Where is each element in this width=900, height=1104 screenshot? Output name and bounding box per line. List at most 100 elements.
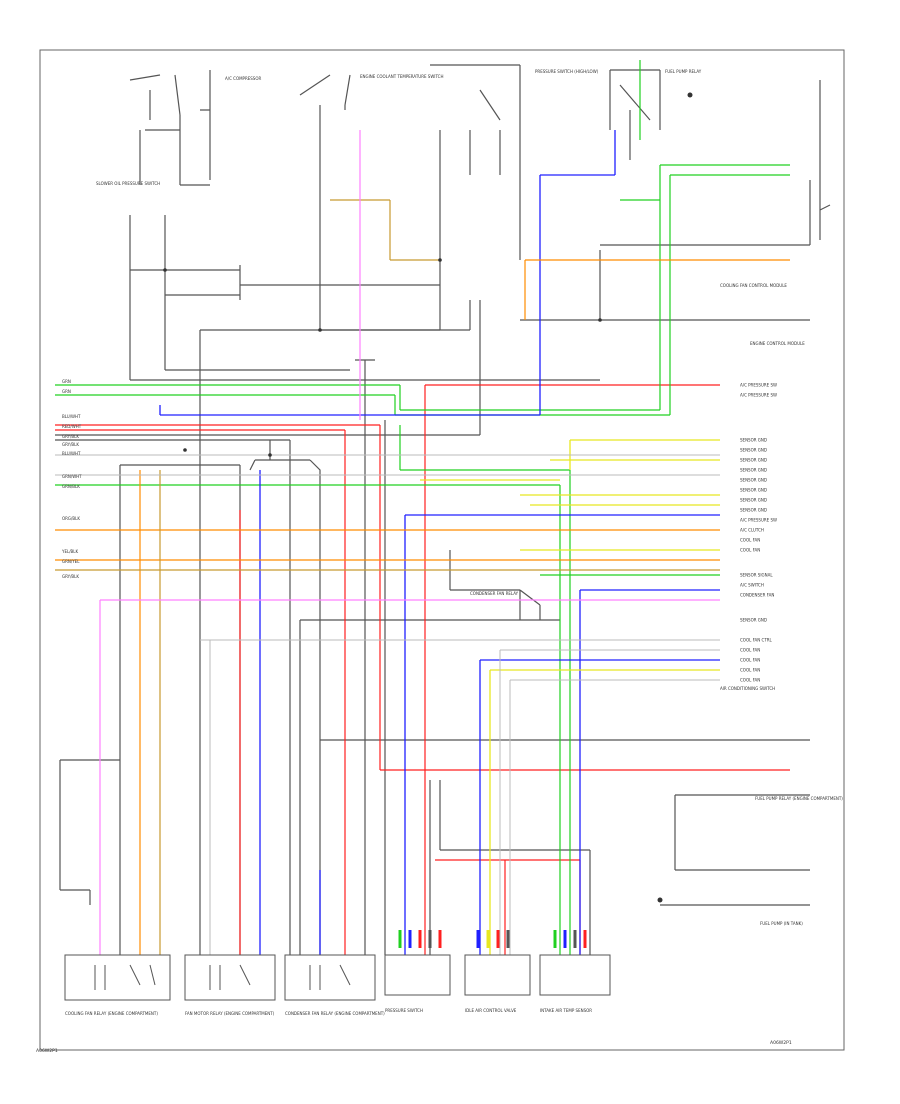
center-gray-trunk <box>199 300 471 1000</box>
gray-bus-440 <box>55 439 310 955</box>
right-pin-label: A/C PRESSURE SW <box>740 518 777 523</box>
label-bottom-6: INTAKE AIR TEMP SENSOR <box>540 1008 592 1013</box>
label-right-unit-1: COOLING FAN CONTROL MODULE <box>720 283 787 288</box>
connector-iac-valve <box>464 954 531 996</box>
left-wire-label: GRN <box>62 379 71 384</box>
bottom-connectors <box>64 954 611 1001</box>
label-top-switch-4: PRESSURE SWITCH (HIGH/LOW) <box>535 69 599 74</box>
right-pin-labels: A/C PRESSURE SW A/C PRESSURE SW SENSOR GND… <box>740 383 777 683</box>
label-bottom-2: FAN MOTOR RELAY (ENGINE COMPARTMENT) <box>185 1011 275 1016</box>
green-wire-1 <box>55 164 790 411</box>
junction-dot <box>687 92 693 98</box>
left-wire-label: YEL/BLK <box>61 549 79 554</box>
left-wire-label: GRY/BLK <box>62 574 79 579</box>
right-pin-label: A/C PRESSURE SW <box>740 393 777 398</box>
top-left-switch-lines <box>129 70 211 186</box>
connector-pressure-switch <box>384 954 451 996</box>
gray-drop-320 <box>299 459 560 955</box>
lightgray-wire-4 <box>499 649 720 955</box>
relay-symbol-3 <box>309 964 351 990</box>
gray-wire-group <box>55 64 831 1000</box>
pink-wire-2 <box>99 599 720 955</box>
fuel-pump-box <box>674 794 810 871</box>
junction-dot <box>183 448 187 452</box>
right-pin-label: SENSOR GND <box>740 468 767 473</box>
gray-bus-435 <box>55 300 481 436</box>
left-relay-junction <box>130 265 440 300</box>
right-pin-label: A/C CLUTCH <box>740 528 764 533</box>
left-wire-labels: GRN GRN BLU/WHT RED/WHT GRY/BLK GRY/BLK BLU/WH… <box>61 379 82 579</box>
right-pin-label: SENSOR GND <box>740 498 767 503</box>
red-wire-group <box>55 384 790 955</box>
blue-wire-1 <box>159 130 616 416</box>
blue-wire-4 <box>479 659 720 955</box>
gray-pressure-sw-lines <box>429 780 591 955</box>
right-upper-wires <box>600 80 831 246</box>
green-wire-4 <box>55 484 561 955</box>
junction-dot <box>318 328 322 332</box>
label-top-right-relay: FUEL PUMP RELAY <box>665 69 702 74</box>
red-wire-1 <box>55 424 790 771</box>
connector-iat-sensor <box>539 954 611 996</box>
connector-condenser-fan-relay <box>284 954 376 1001</box>
label-top-switch-2: A/C COMPRESSOR <box>225 76 261 81</box>
left-margin-label: A06W2P1 <box>36 1048 58 1054</box>
green-wire-group <box>55 60 790 955</box>
left-wire-label: GRY/BLK <box>62 434 79 439</box>
left-wire-label: GRN <box>62 389 71 394</box>
third-switch-lines <box>430 64 521 260</box>
right-pin-label: A/C SWITCH <box>740 583 764 588</box>
right-pin-label: SENSOR GND <box>740 508 767 513</box>
label-mid-relay: CONDENSER FAN RELAY <box>470 591 519 596</box>
orange-wire-group <box>55 259 790 955</box>
label-right-unit-2: ENGINE CONTROL MODULE <box>750 341 805 346</box>
lightgray-wire-5 <box>509 679 720 955</box>
right-pin-label: SENSOR GND <box>740 438 767 443</box>
label-right-unit-3: AIR CONDITIONING SWITCH <box>720 686 775 691</box>
left-wire-label: RED/WHT <box>62 424 82 429</box>
junction-dots <box>163 92 693 903</box>
lightgray-wire-group <box>55 454 720 955</box>
green-wire-3 <box>620 60 660 201</box>
right-relay-wire <box>520 250 810 321</box>
relay-symbol-1 <box>94 964 156 990</box>
blue-wire-5 <box>579 589 720 955</box>
right-pin-label: COOL FAN <box>740 548 760 553</box>
left-wire-label: BLU/WHT <box>62 451 81 456</box>
brown-wire-group <box>55 199 720 955</box>
right-pin-label: SENSOR GND <box>740 458 767 463</box>
green-wire-5 <box>399 425 571 955</box>
connector-fan-motor-relay <box>184 954 276 1001</box>
figure-id: A06W2P1 <box>770 1040 792 1046</box>
left-wire-label: GRN/BLK <box>62 484 80 489</box>
left-wire-label: BLU/WHT <box>62 414 81 419</box>
right-pin-label: SENSOR SIGNAL <box>740 573 773 578</box>
junction-dot <box>268 453 272 457</box>
label-bottom-1: COOLING FAN RELAY (ENGINE COMPARTMENT) <box>65 1011 158 1016</box>
right-pin-label: SENSOR GND <box>740 488 767 493</box>
junction-dot <box>657 897 663 903</box>
label-right-bottom-1: FUEL PUMP RELAY (ENGINE COMPARTMENT) <box>755 796 843 801</box>
red-wire-2 <box>55 429 346 955</box>
right-pin-label: SENSOR GND <box>740 478 767 483</box>
left-wire-label: GRY/BLK <box>62 442 79 447</box>
relay-symbol-2 <box>209 964 251 990</box>
right-pin-label: COOL FAN <box>740 678 760 683</box>
gray-drop-465 <box>119 464 241 955</box>
right-pin-label: COOL FAN CTRL <box>740 638 773 643</box>
label-top-left-switch: SLOWER OIL PRESSURE SWITCH <box>96 181 160 186</box>
left-wire-label: GRN/YEL <box>62 559 80 564</box>
gray-loop-left <box>59 759 120 905</box>
label-top-switch-3: ENGINE COOLANT TEMPERATURE SWITCH <box>360 74 443 79</box>
orange-wire-2 <box>524 259 790 320</box>
right-pin-label: SENSOR GND <box>740 448 767 453</box>
label-bottom-3: CONDENSER FAN RELAY (ENGINE COMPARTMENT) <box>285 1011 385 1016</box>
pink-wire-group <box>99 130 720 955</box>
yellow-wire-3 <box>520 494 720 551</box>
relay-switch-symbols <box>94 964 351 990</box>
label-right-bottom-2: FUEL PUMP (IN TANK) <box>760 921 803 926</box>
gray-drop-365 <box>355 359 375 955</box>
left-wire-label: GRN/WHT <box>62 474 82 479</box>
